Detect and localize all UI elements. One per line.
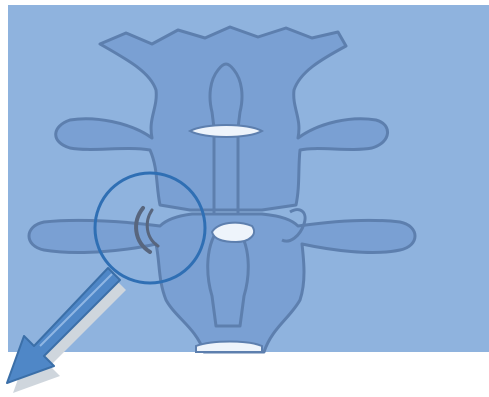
joint-highlight-upper — [190, 125, 262, 137]
spinous-process-lower — [208, 230, 249, 326]
joint-highlight-bottom — [196, 342, 262, 353]
joint-highlight-middle — [212, 223, 254, 242]
spinous-process-upper — [210, 64, 242, 128]
